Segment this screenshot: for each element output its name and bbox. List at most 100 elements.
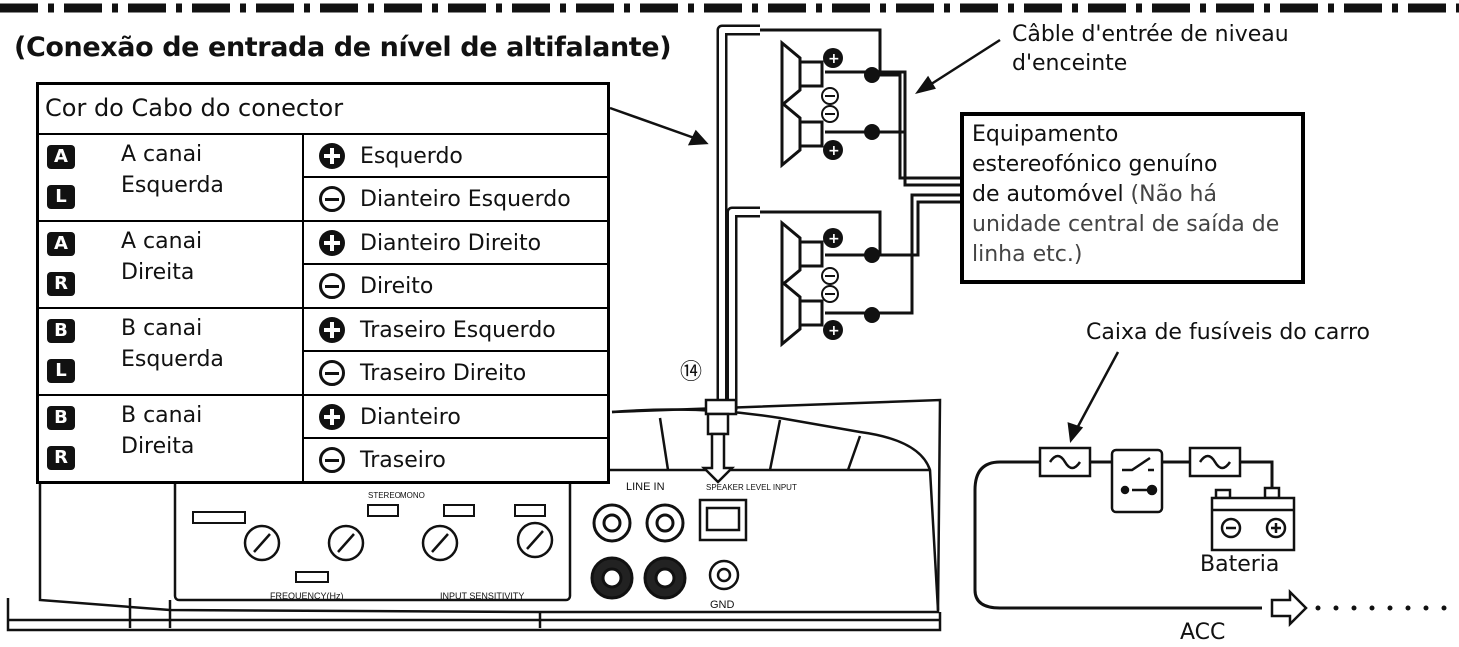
amp-knobs xyxy=(243,521,554,562)
input-switch xyxy=(514,504,546,517)
channel-label-line2: Esquerda xyxy=(121,347,224,372)
svg-text:+: + xyxy=(828,51,840,67)
channel-label: B canai Direita xyxy=(121,400,202,462)
acc-arrow-icon xyxy=(1270,588,1308,628)
speaker-wires xyxy=(760,28,960,315)
connector-number: ⑭ xyxy=(680,360,703,385)
channel-cell: B L B canai Esquerda xyxy=(39,309,304,394)
mono-label: MONO xyxy=(400,491,425,500)
equipment-line1: Equipamento xyxy=(972,122,1119,147)
car-stereo-box: Equipamento estereofónico genuíno de aut… xyxy=(960,112,1305,284)
channel-badge: A xyxy=(47,232,75,256)
table-row: Traseiro Direito xyxy=(304,352,607,395)
minus-icon xyxy=(319,186,345,212)
row-label: Traseiro xyxy=(360,448,446,473)
table-row: Traseiro xyxy=(304,439,607,482)
row-label: Dianteiro Direito xyxy=(360,231,542,256)
hpf-switch xyxy=(192,511,246,524)
ignition-switch xyxy=(1110,448,1164,514)
channel-cell: A R A canai Direita xyxy=(39,222,304,307)
row-label: Esquerdo xyxy=(360,144,463,169)
cable-label-line1: Câble d'entrée de niveau xyxy=(1012,22,1289,47)
svg-text:+: + xyxy=(828,323,840,339)
table-row: Dianteiro Direito xyxy=(304,222,607,265)
speakers xyxy=(780,39,824,348)
pointer-arrows xyxy=(609,38,1120,444)
channel-badge: B xyxy=(47,319,75,343)
channel-label-line2: Direita xyxy=(121,260,195,285)
channel-label-line2: Esquerda xyxy=(121,173,224,198)
table-group-a-left: A L A canai Esquerda Esquerdo Dianteiro … xyxy=(39,135,607,222)
battery-label: Bateria xyxy=(1200,552,1280,577)
channel-label-line1: A canai xyxy=(121,142,203,167)
channel-cell: A L A canai Esquerda xyxy=(39,135,304,220)
table-row: Traseiro Esquerdo xyxy=(304,309,607,352)
stereo-mono-switch-a xyxy=(367,504,399,517)
fuse-1 xyxy=(1038,446,1092,478)
stereo-mono-switch-b xyxy=(443,504,475,517)
power-circuit xyxy=(973,460,1274,610)
crossover-frequency-label: FREQUENCY(Hz) xyxy=(270,591,344,601)
fuse-box-label: Caixa de fusíveis do carro xyxy=(1086,320,1371,345)
svg-text:+: + xyxy=(828,143,840,159)
channel-label-line1: B canai xyxy=(121,403,203,428)
row-label: Dianteiro xyxy=(360,405,461,430)
wire-harness xyxy=(716,24,760,410)
table-header: Cor do Cabo do conector xyxy=(39,85,607,135)
row-label: Traseiro Esquerdo xyxy=(360,318,556,343)
table-group-a-right: A R A canai Direita Dianteiro Direito Di… xyxy=(39,222,607,309)
diagram-title: (Conexão de entrada de nível de altifala… xyxy=(14,32,672,63)
cable-label: Câble d'entrée de niveau d'enceinte xyxy=(1012,20,1289,78)
connector-color-table: Cor do Cabo do conector A L A canai Esqu… xyxy=(36,82,610,484)
channel-badge: A xyxy=(47,145,75,169)
speaker-input-label: SPEAKER LEVEL INPUT xyxy=(706,483,797,492)
table-group-b-left: B L B canai Esquerda Traseiro Esquerdo T… xyxy=(39,309,607,396)
stereo-label: STEREO xyxy=(368,491,401,500)
acc-label: ACC xyxy=(1180,620,1226,645)
row-label: Traseiro Direito xyxy=(360,361,527,386)
row-label: Dianteiro Esquerdo xyxy=(360,187,571,212)
table-row: Dianteiro xyxy=(304,396,607,439)
plus-icon xyxy=(319,317,345,343)
channel-label-line1: A canai xyxy=(121,229,203,254)
harness-plug xyxy=(700,398,738,484)
channel-cell: B R B canai Direita xyxy=(39,396,304,483)
cable-label-line2: d'enceinte xyxy=(1012,51,1128,76)
battery-icon xyxy=(1210,486,1296,552)
line-in-label: LINE IN xyxy=(626,481,665,493)
side-badge: R xyxy=(47,272,75,296)
equipment-line5: linha etc.) xyxy=(972,242,1083,267)
acc-dotted-line xyxy=(1315,605,1447,611)
plus-icon xyxy=(319,230,345,256)
rca-jacks xyxy=(590,503,687,600)
row-label: Direito xyxy=(360,274,434,299)
channel-label-line2: Direita xyxy=(121,434,195,459)
plus-icon xyxy=(319,404,345,430)
table-group-b-right: B R B canai Direita Dianteiro Traseiro xyxy=(39,396,607,483)
svg-text:+: + xyxy=(828,231,840,247)
input-sensitivity-label: INPUT SENSITIVITY xyxy=(440,591,524,601)
equipment-line3-bold: de automóvel xyxy=(972,182,1124,207)
speaker-input-connector xyxy=(698,498,748,591)
table-row: Direito xyxy=(304,265,607,308)
gnd-label: GND xyxy=(710,599,735,611)
channel-label: A canai Direita xyxy=(121,226,202,288)
table-row: Dianteiro Esquerdo xyxy=(304,178,607,221)
plus-icon xyxy=(319,143,345,169)
fuse-2 xyxy=(1188,446,1242,478)
table-row: Esquerdo xyxy=(304,135,607,178)
minus-icon xyxy=(319,360,345,386)
side-badge: R xyxy=(47,446,75,470)
side-badge: L xyxy=(47,359,75,383)
channel-badge: B xyxy=(47,406,75,430)
equipment-line2: estereofónico genuíno xyxy=(972,152,1218,177)
channel-label: B canai Esquerda xyxy=(121,313,224,375)
equipment-line3-normal: (Não há xyxy=(1123,182,1217,207)
channel-label-line1: B canai xyxy=(121,316,203,341)
speaker-terminal-signs: + + + + xyxy=(823,48,843,340)
minus-icon xyxy=(319,273,345,299)
equipment-line3: de automóvel (Não há xyxy=(972,180,1293,210)
channel-label: A canai Esquerda xyxy=(121,139,224,201)
lpf-switch xyxy=(295,571,329,583)
